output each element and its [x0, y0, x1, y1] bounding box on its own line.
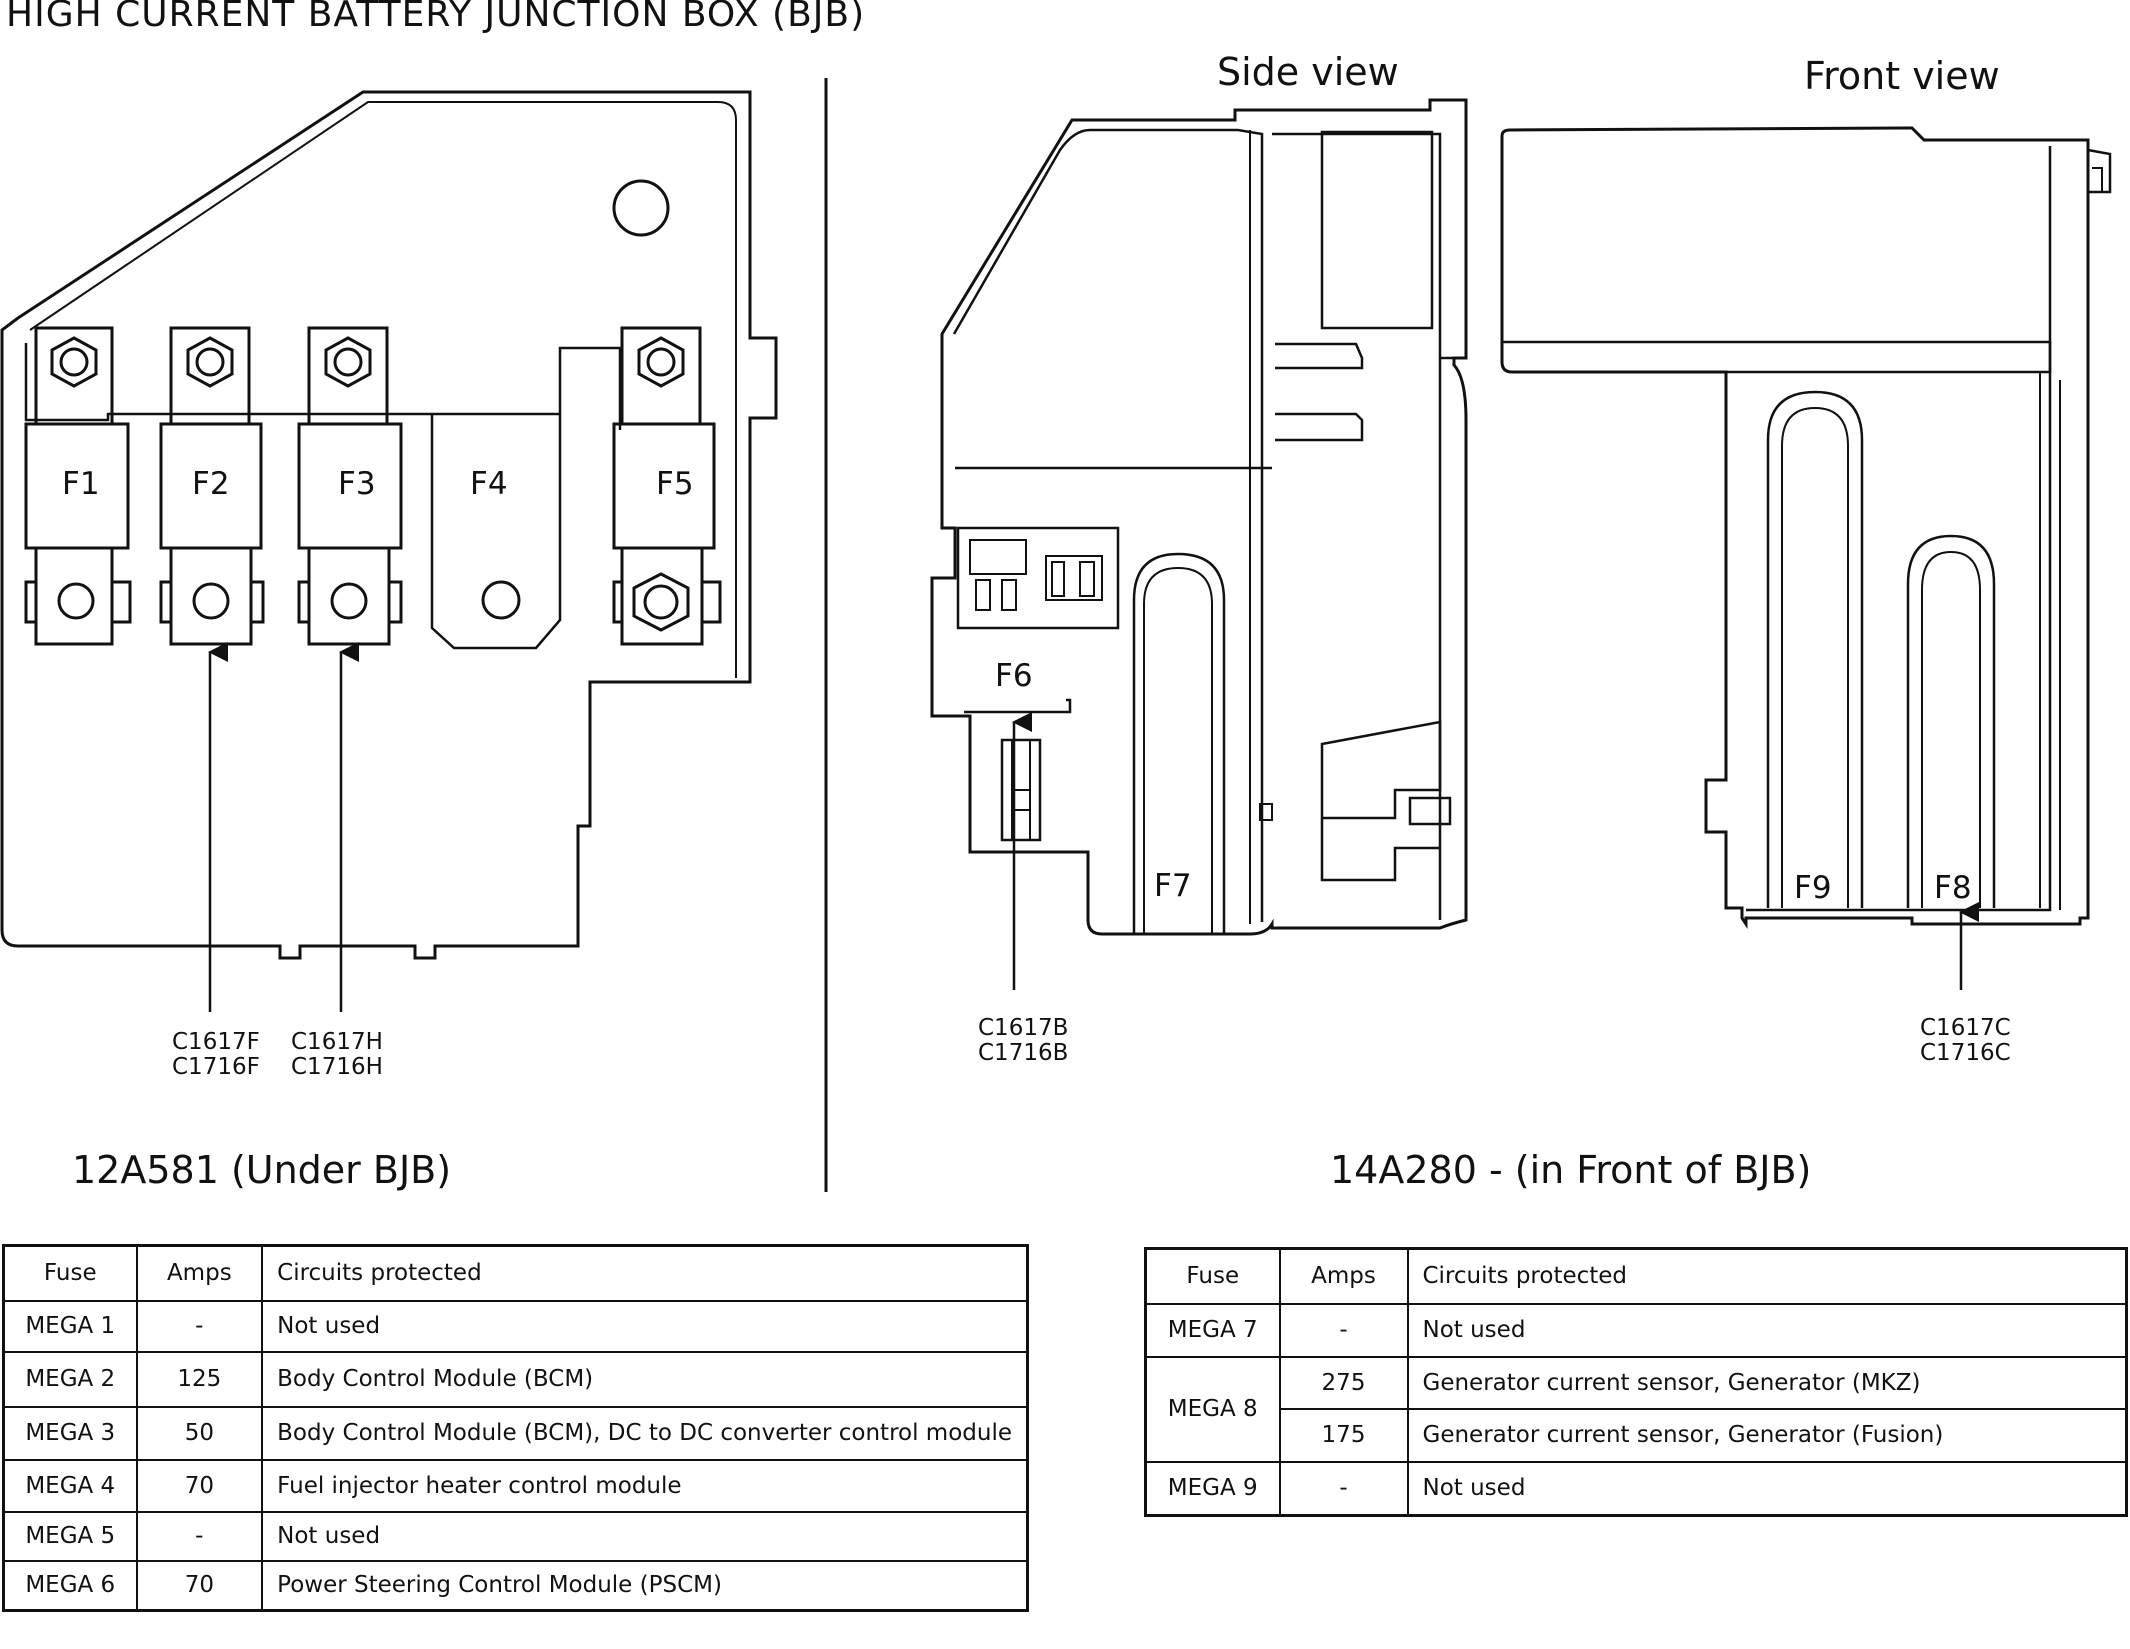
table-row: MEGA 4 70 Fuel injector heater control m…: [2, 1458, 1029, 1513]
cell-fuse: MEGA 2: [2, 1350, 138, 1408]
cell-amps: 275: [1278, 1355, 1409, 1410]
table-row: MEGA 3 50 Body Control Module (BCM), DC …: [2, 1405, 1029, 1461]
table-header-row: Fuse Amps Circuits protected: [1144, 1247, 2128, 1305]
fuse-f1-block: [24, 326, 132, 646]
fuse-table-right: Fuse Amps Circuits protected MEGA 7 - No…: [1144, 1247, 2128, 1517]
cell-amps: 125: [135, 1350, 264, 1408]
front-view-outline: [1500, 126, 2090, 929]
fuse-label-f4: F4: [470, 466, 508, 502]
cell-fuse: MEGA 3: [2, 1405, 138, 1461]
header-circuits: Circuits protected: [261, 1244, 1029, 1302]
cell-fuse: MEGA 5: [2, 1510, 138, 1562]
fuse-label-f3: F3: [338, 466, 376, 502]
cell-amps: -: [135, 1510, 264, 1562]
cell-amps: 175: [1278, 1407, 1409, 1463]
page-title: HIGH CURRENT BATTERY JUNCTION BOX (BJB): [6, 0, 866, 35]
cell-fuse: MEGA 8: [1144, 1355, 1281, 1463]
table-row: MEGA 5 - Not used: [2, 1510, 1029, 1562]
cell-fuse: MEGA 1: [2, 1299, 138, 1353]
fuse-label-f7: F7: [1154, 868, 1192, 904]
table-row: MEGA 1 - Not used: [2, 1299, 1029, 1353]
fuse-table-left: Fuse Amps Circuits protected MEGA 1 - No…: [2, 1244, 1029, 1612]
fuse-label-f2: F2: [192, 466, 230, 502]
left-housing-outline: [0, 90, 778, 960]
header-fuse: Fuse: [2, 1244, 138, 1302]
cell-fuse: MEGA 4: [2, 1458, 138, 1513]
table-row: MEGA 6 70 Power Steering Control Module …: [2, 1559, 1029, 1612]
cell-amps: 50: [135, 1405, 264, 1461]
cell-fuse: MEGA 9: [1144, 1460, 1281, 1517]
cell-fuse: MEGA 7: [1144, 1302, 1281, 1358]
table-row: MEGA 8 275 Generator current sensor, Gen…: [1144, 1355, 2128, 1463]
fuse-label-f6: F6: [995, 658, 1033, 694]
cell-circuit: Not used: [1406, 1302, 2128, 1358]
cell-circuit: Not used: [261, 1299, 1029, 1353]
cell-amps: 70: [135, 1458, 264, 1513]
cell-circuit: Fuel injector heater control module: [261, 1458, 1029, 1513]
side-view-outline: [930, 98, 1468, 936]
table-row: MEGA 7 - Not used: [1144, 1302, 2128, 1358]
table-row: 175 Generator current sensor, Generator …: [1146, 1407, 2128, 1463]
cell-amps: -: [1278, 1460, 1409, 1517]
right-subtitle: 14A280 - (in Front of BJB): [1330, 1148, 1812, 1192]
left-subtitle: 12A581 (Under BJB): [72, 1148, 452, 1192]
cell-amps: 70: [135, 1559, 264, 1612]
front-view-label: Front view: [1804, 54, 2000, 98]
fuse-label-f8: F8: [1934, 870, 1972, 906]
cell-amps: -: [135, 1299, 264, 1353]
fuse-label-f9: F9: [1794, 870, 1832, 906]
cell-circuit: Not used: [1406, 1460, 2128, 1517]
header-circuits: Circuits protected: [1406, 1247, 2128, 1305]
table-row: MEGA 9 - Not used: [1144, 1460, 2128, 1517]
cell-circuit: Body Control Module (BCM): [261, 1350, 1029, 1408]
header-amps: Amps: [1278, 1247, 1409, 1305]
side-view-label: Side view: [1217, 50, 1399, 94]
cell-fuse: MEGA 6: [2, 1559, 138, 1612]
table-row: MEGA 2 125 Body Control Module (BCM): [2, 1350, 1029, 1408]
fuse-label-f5: F5: [656, 466, 694, 502]
cell-circuit: Power Steering Control Module (PSCM): [261, 1559, 1029, 1612]
cell-amps: -: [1278, 1302, 1409, 1358]
cell-circuit: Body Control Module (BCM), DC to DC conv…: [261, 1405, 1029, 1461]
header-amps: Amps: [135, 1244, 264, 1302]
fuse-f5-block: [612, 326, 722, 646]
header-fuse: Fuse: [1144, 1247, 1281, 1305]
cell-circuit: Generator current sensor, Generator (MKZ…: [1406, 1355, 2128, 1410]
cell-circuit: Not used: [261, 1510, 1029, 1562]
fuse-label-f1: F1: [62, 466, 100, 502]
table-header-row: Fuse Amps Circuits protected: [2, 1244, 1029, 1302]
cell-circuit: Generator current sensor, Generator (Fus…: [1406, 1407, 2128, 1463]
